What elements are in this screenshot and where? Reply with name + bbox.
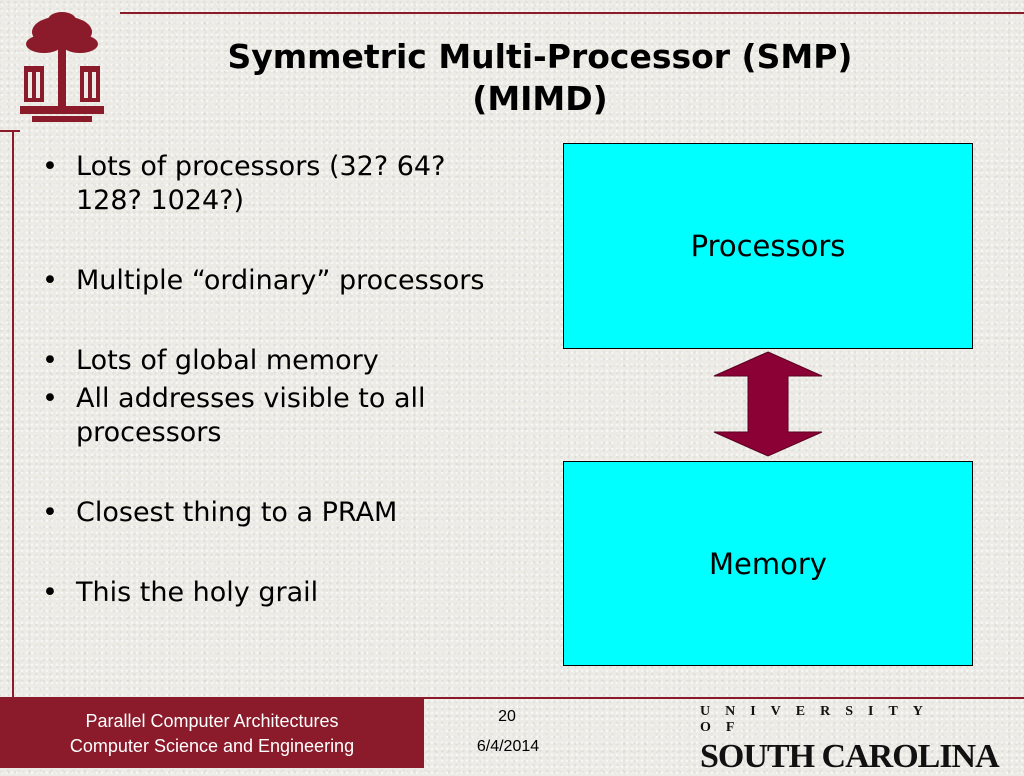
footer-course-block: Parallel Computer Architectures Computer…: [0, 699, 424, 768]
bullet-item: Closest thing to a PRAM: [40, 496, 510, 530]
title-line-1: Symmetric Multi-Processor (SMP): [227, 37, 853, 76]
page-number: 20: [498, 708, 516, 725]
slide-date: 6/4/2014: [476, 738, 540, 755]
palmetto-tree-logo-icon: [20, 12, 104, 122]
bottom-rule: [0, 697, 1024, 699]
bullet-item: All addresses visible to all processors: [40, 382, 510, 450]
bullet-item: Lots of processors (32? 64? 128? 1024?): [40, 150, 510, 218]
title-line-2: (MIMD): [472, 79, 608, 118]
memory-label: Memory: [709, 546, 827, 581]
memory-box: Memory: [563, 461, 973, 666]
footer-course-title: Parallel Computer Architectures: [85, 710, 339, 731]
left-rule: [12, 130, 14, 698]
bullet-item: Lots of global memory: [40, 344, 510, 378]
slide-title: Symmetric Multi-Processor (SMP) (MIMD): [120, 36, 960, 120]
bullet-list: Lots of processors (32? 64? 128? 1024?) …: [40, 150, 510, 610]
processors-label: Processors: [690, 229, 846, 263]
university-logo: UNIVERSITY OF SOUTH CAROLINA: [700, 704, 1000, 775]
top-rule: [120, 12, 1024, 14]
bullet-item: Multiple “ordinary” processors: [40, 264, 510, 298]
university-logo-top: UNIVERSITY OF: [700, 704, 938, 735]
processors-box: Processors: [563, 143, 973, 349]
bullet-item: This the holy grail: [40, 576, 510, 610]
double-arrow-icon: [713, 351, 823, 457]
university-logo-bottom: SOUTH CAROLINA: [700, 738, 1000, 775]
footer-department: Computer Science and Engineering: [69, 735, 355, 756]
left-tick-rule: [0, 130, 20, 132]
